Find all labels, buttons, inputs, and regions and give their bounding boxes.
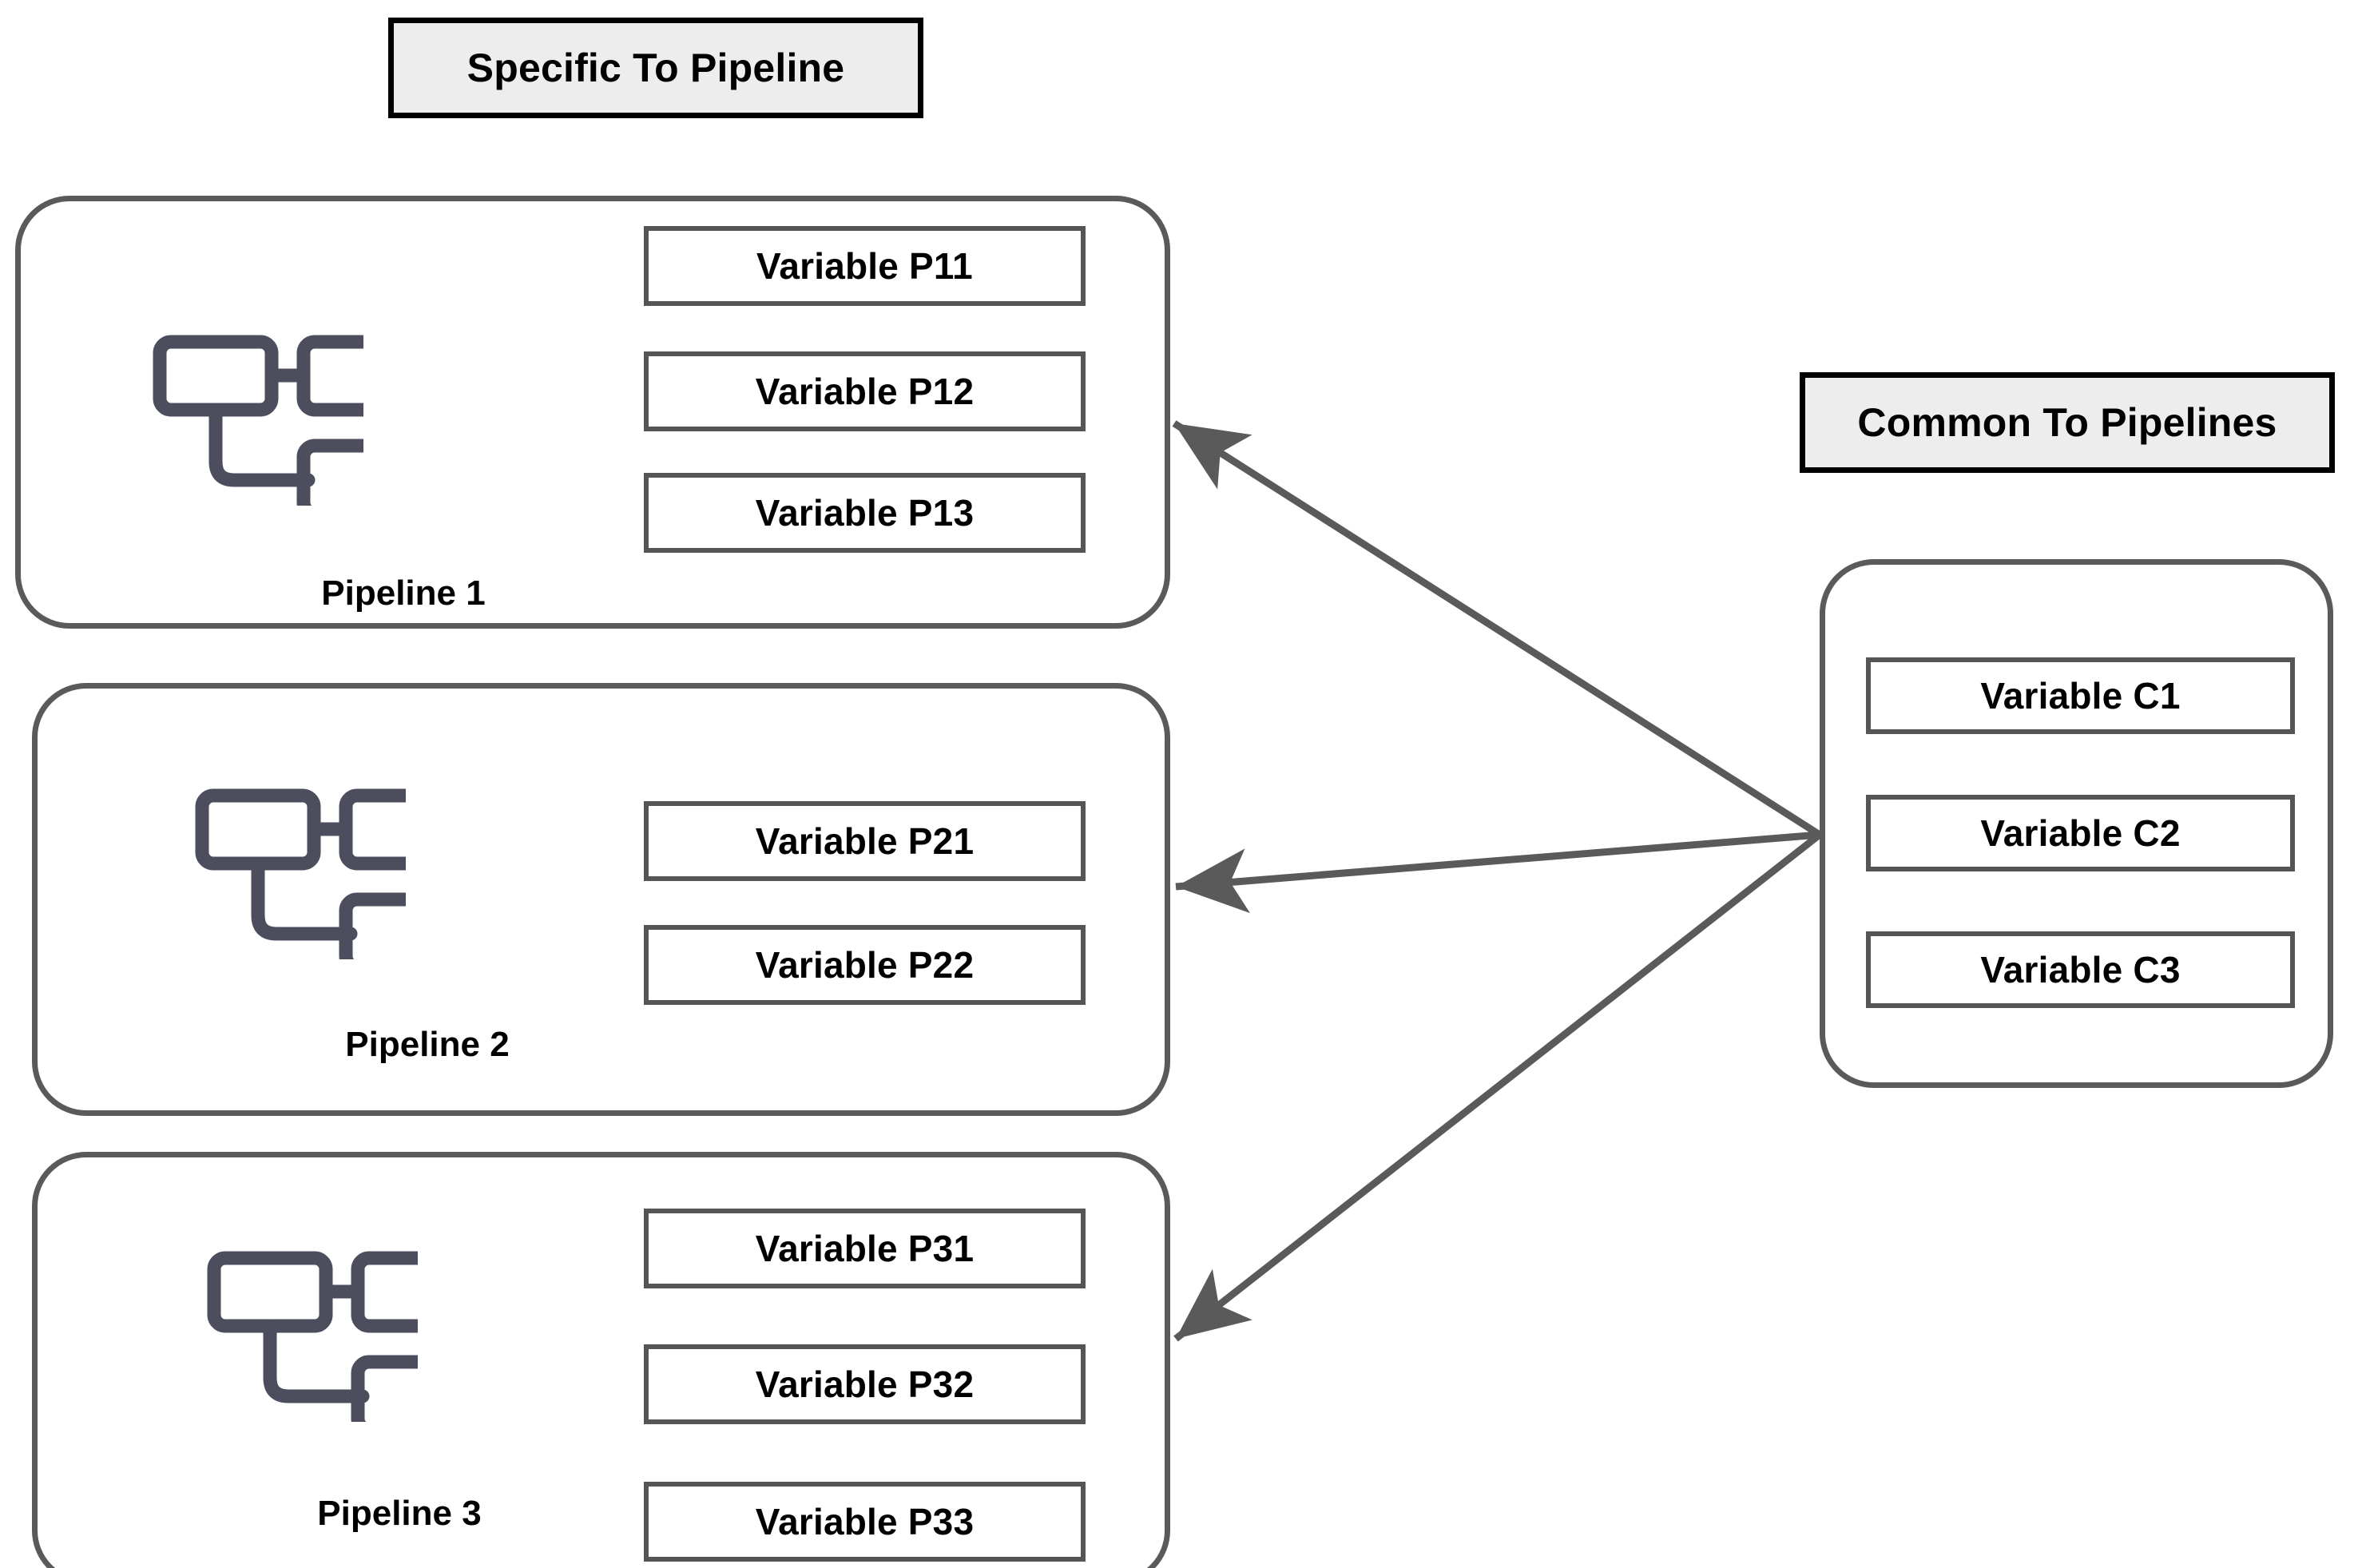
pipeline-hierarchy-icon	[206, 1250, 477, 1437]
specific-to-pipeline-header: Specific To Pipeline	[388, 18, 923, 118]
common-to-pipelines-header: Common To Pipelines	[1800, 372, 2335, 473]
arrow-common-to-pipeline-1	[1172, 420, 1822, 838]
pipeline-2-label: Pipeline 2	[345, 1025, 510, 1064]
pipeline-2-panel	[32, 683, 1170, 1116]
pipeline-hierarchy-icon	[152, 334, 423, 521]
pipeline-3-label: Pipeline 3	[317, 1494, 482, 1533]
arrow-common-to-pipeline-2	[1175, 831, 1820, 914]
variable-box-p32[interactable]: Variable P32	[644, 1344, 1086, 1424]
variable-box-c3[interactable]: Variable C3	[1866, 931, 2295, 1008]
variable-box-p31[interactable]: Variable P31	[644, 1209, 1086, 1288]
variable-box-p13[interactable]: Variable P13	[644, 473, 1086, 553]
variable-box-c2[interactable]: Variable C2	[1866, 795, 2295, 871]
arrow-common-to-pipeline-3	[1173, 832, 1822, 1342]
variable-box-p33[interactable]: Variable P33	[644, 1482, 1086, 1562]
pipeline-hierarchy-icon	[194, 788, 465, 975]
variable-box-p11[interactable]: Variable P11	[644, 226, 1086, 306]
pipeline-1-label: Pipeline 1	[321, 574, 486, 613]
variable-box-p22[interactable]: Variable P22	[644, 925, 1086, 1005]
variable-box-p12[interactable]: Variable P12	[644, 351, 1086, 431]
variable-box-c1[interactable]: Variable C1	[1866, 657, 2295, 734]
variable-box-p21[interactable]: Variable P21	[644, 801, 1086, 881]
